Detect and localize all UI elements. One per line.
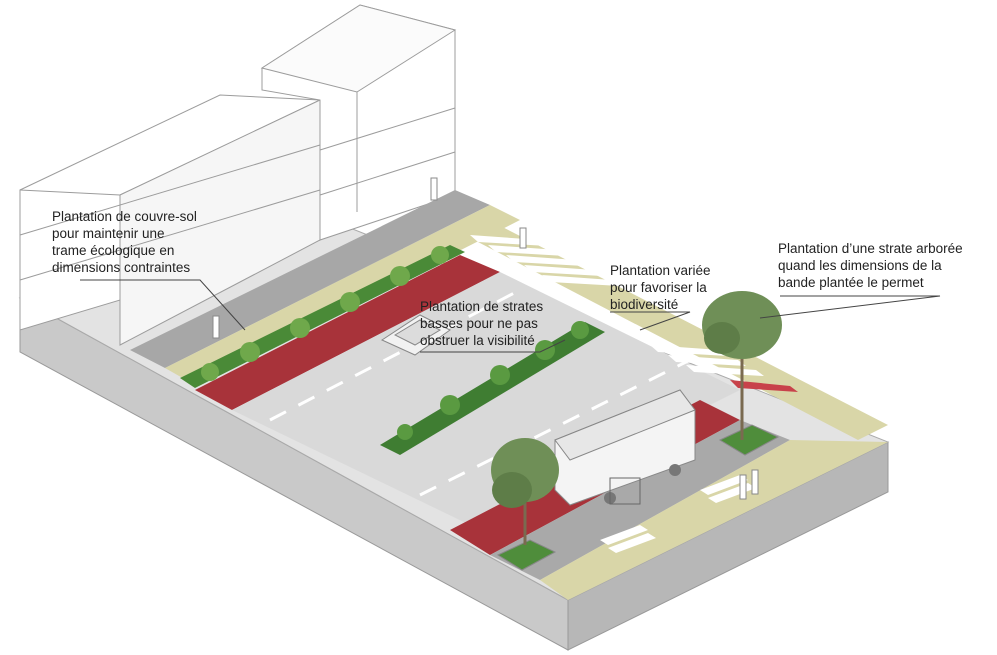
- annotation-line: pour maintenir une: [52, 226, 165, 241]
- crosswalk-right: [650, 345, 798, 392]
- annotation-line: dimensions contraintes: [52, 260, 191, 275]
- crosswalk-top: [470, 235, 620, 286]
- bike-lane-left: [195, 255, 500, 410]
- annotation-arboree: Plantation d’une strate arborée quand le…: [778, 240, 963, 291]
- groundcover-clumps: [201, 246, 449, 381]
- lane-markings: [269, 288, 691, 497]
- tree-left: [491, 438, 559, 545]
- annotation-line: obstruer la visibilité: [420, 333, 535, 348]
- sidewalk-beige-front: [540, 440, 888, 600]
- annotation-strates-basses: Plantation de strates basses pour ne pas…: [420, 298, 543, 349]
- annotation-line: Plantation de couvre-sol: [52, 209, 197, 224]
- sidewalk-beige-left: [165, 205, 520, 385]
- annotation-line: basses pour ne pas: [420, 316, 538, 331]
- annotation-variee: Plantation variée pour favoriser la biod…: [610, 262, 711, 313]
- car: [380, 314, 451, 356]
- annotation-line: quand les dimensions de la: [778, 258, 942, 273]
- leader-lines: [80, 279, 941, 353]
- annotation-line: trame écologique en: [52, 243, 175, 258]
- sidewalk-grey-left: [130, 190, 490, 368]
- annotation-line: Plantation variée: [610, 263, 711, 278]
- buildings: [19, 4, 457, 346]
- bus: [554, 389, 696, 506]
- annotation-line: Plantation d’une strate arborée: [778, 241, 963, 256]
- planter-front-left: [496, 539, 557, 571]
- bus-shelter: [609, 477, 641, 505]
- pedestrians: [212, 177, 759, 500]
- annotation-line: pour favoriser la: [610, 280, 707, 295]
- annotation-couvre-sol: Plantation de couvre-sol pour maintenir …: [52, 208, 197, 276]
- annotation-line: Plantation de strates: [420, 299, 544, 314]
- tree-right: [702, 291, 782, 440]
- annotation-line: biodiversité: [610, 297, 679, 312]
- annotation-line: bande plantée le permet: [778, 275, 924, 290]
